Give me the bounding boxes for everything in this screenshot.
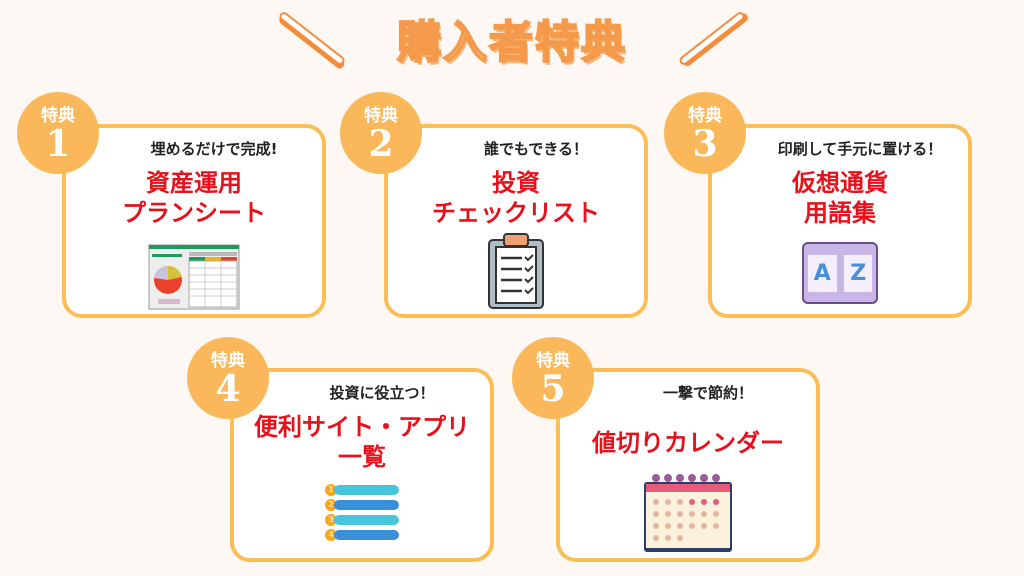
numbered-list-icon: 1 2 3 4	[325, 484, 399, 541]
badge-number: 1	[45, 123, 71, 165]
bonus-card-1: 埋めるだけで完成! 資産運用プランシート	[62, 124, 326, 318]
card-title: 値切りカレンダー	[592, 429, 784, 457]
card-subtitle: 投資に役立つ！	[329, 384, 435, 402]
bonus-card-5: 一撃で節約！ 値切りカレンダー	[556, 368, 820, 562]
badge-label: 特典	[41, 106, 75, 126]
badge-number: 5	[540, 368, 566, 410]
badge-label: 特典	[364, 106, 398, 126]
card-subtitle: 一撃で節約！	[662, 384, 753, 402]
card-subtitle: 誰でもできる！	[483, 140, 589, 158]
card-title: 仮想通貨	[792, 169, 888, 197]
book-letter-z: Z	[844, 254, 873, 292]
badge-label: 特典	[211, 351, 245, 371]
badge-number: 4	[215, 368, 241, 410]
bonus-card-2: 誰でもできる！ 投資チェックリスト	[384, 124, 648, 318]
calendar-icon	[644, 474, 732, 552]
card-subtitle: 印刷して手元に置ける！	[777, 140, 943, 158]
badge-number: 2	[368, 123, 394, 165]
clipboard-checklist-icon	[488, 233, 544, 309]
bonus-card-3: 印刷して手元に置ける！ 仮想通貨用語集 A Z	[708, 124, 972, 318]
spreadsheet-icon	[148, 244, 240, 310]
card-title: 便利サイト・アプリ	[254, 413, 470, 441]
card-title: プランシート	[122, 199, 266, 227]
card-title: 一覧	[338, 443, 386, 471]
page-title: 購入者特典	[396, 16, 627, 69]
book-letter-a: A	[807, 254, 837, 292]
badge-label: 特典	[536, 351, 570, 371]
card-title: 資産運用	[146, 169, 242, 197]
badge-label: 特典	[688, 106, 722, 126]
card-title: チェックリスト	[432, 199, 600, 227]
badge-number: 3	[692, 123, 718, 165]
card-title: 用語集	[804, 199, 876, 227]
card-title: 投資	[492, 169, 540, 197]
card-subtitle: 埋めるだけで完成!	[150, 140, 278, 158]
bonus-card-4: 投資に役立つ！ 便利サイト・アプリ一覧 1 2 3 4	[230, 368, 494, 562]
dictionary-book-icon: A Z	[802, 242, 878, 304]
